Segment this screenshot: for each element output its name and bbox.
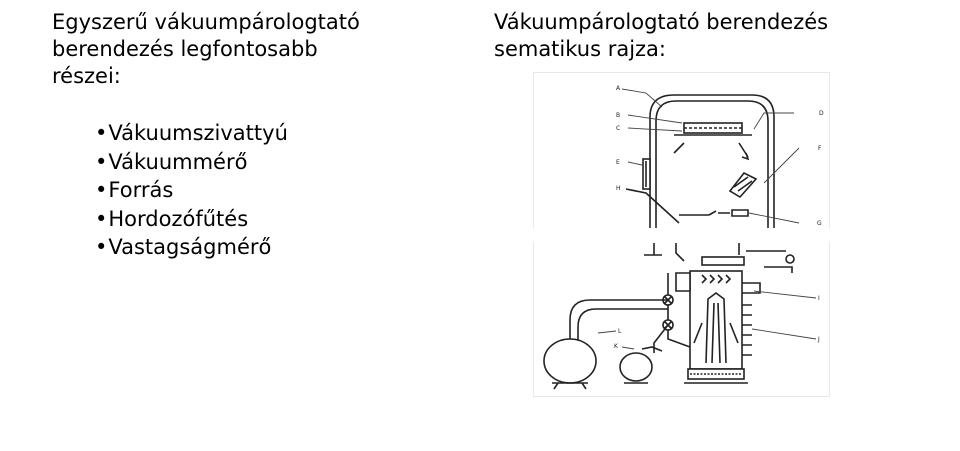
right-heading-line-1: Vákuumpárologtató berendezés: [494, 10, 829, 34]
bullet-marker: •: [95, 149, 108, 174]
diagram-label-a: A: [616, 85, 621, 92]
diagram-label-e: E: [616, 159, 620, 166]
bullet-marker: •: [95, 206, 108, 231]
schematic-bottom-image: I J L K: [533, 243, 830, 397]
list-item-label: Forrás: [108, 178, 174, 202]
list-item-label: Vákuumszivattyú: [108, 121, 288, 145]
right-heading-line-2: sematikus rajza:: [494, 37, 666, 61]
left-heading-line-1: Egyszerű vákuumpárologtató: [52, 10, 360, 34]
list-item: •Vastagságmérő: [95, 233, 288, 262]
list-item: •Vákuumszivattyú: [95, 119, 288, 148]
diagram-label-f: F: [818, 145, 822, 152]
left-heading-line-2: berendezés legfontosabb: [52, 37, 318, 61]
list-item: •Forrás: [95, 176, 288, 205]
list-item-label: Vákuummérő: [108, 149, 248, 174]
bullet-marker: •: [95, 178, 108, 202]
diagram-label-j: J: [817, 336, 820, 343]
list-item: •Hordozófűtés: [95, 205, 288, 234]
bullet-marker: •: [95, 121, 108, 145]
diagram-label-g: G: [817, 220, 822, 227]
left-heading-line-3: részei:: [52, 64, 121, 88]
list-item-label: Hordozófűtés: [108, 206, 249, 231]
right-heading: Vákuumpárologtató berendezés sematikus r…: [494, 9, 914, 63]
diagram-label-l: L: [618, 328, 622, 335]
diagram-label-b: B: [616, 112, 620, 119]
diagram-label-c: C: [616, 125, 620, 132]
diagram-label-i: I: [818, 295, 820, 302]
chamber-drawing: A B C E H D F G: [616, 85, 824, 228]
diagram-label-d: D: [819, 110, 824, 117]
pump-drawing: I J L K: [543, 243, 820, 390]
diagram-label-h: H: [616, 185, 621, 192]
diagram-label-k: K: [614, 343, 619, 350]
list-item: •Vákuummérő: [95, 148, 288, 177]
list-item-label: Vastagságmérő: [108, 235, 272, 259]
component-list: •Vákuumszivattyú •Vákuummérő •Forrás •Ho…: [95, 119, 288, 262]
schematic-top-image: A B C E H D F G: [533, 72, 830, 228]
bullet-marker: •: [95, 235, 108, 259]
left-heading: Egyszerű vákuumpárologtató berendezés le…: [52, 9, 432, 90]
